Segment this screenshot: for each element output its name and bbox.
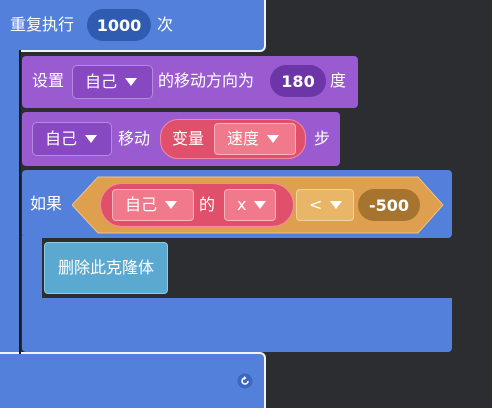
- chevron-down-icon: [125, 78, 138, 86]
- delete-clone-label: 删除此克隆体: [57, 258, 154, 277]
- repeat-label-prefix: 重复执行: [10, 15, 75, 34]
- variable-label: 变量: [172, 129, 205, 148]
- operator-value: <: [309, 195, 323, 214]
- move-label: 移动: [118, 129, 151, 148]
- set-direction-label-mid: 的移动方向为: [158, 71, 255, 90]
- loop-arrow-icon: [237, 373, 253, 389]
- repeat-block-arm: [0, 50, 20, 355]
- compare-value-input[interactable]: -500: [358, 189, 420, 221]
- set-direction-label-prefix: 设置: [32, 71, 65, 90]
- property-target-dropdown[interactable]: 自己: [112, 189, 194, 221]
- chevron-down-icon: [85, 135, 98, 143]
- chevron-down-icon: [267, 135, 280, 143]
- variable-name-value: 速度: [227, 129, 260, 148]
- move-label-suffix: 步: [314, 129, 331, 148]
- repeat-label-suffix: 次: [157, 15, 174, 34]
- property-label-mid: 的: [199, 195, 216, 214]
- if-label: 如果: [30, 194, 63, 213]
- property-target-value: 自己: [125, 195, 158, 214]
- move-target-dropdown[interactable]: 自己: [32, 122, 112, 156]
- if-block-arm: [22, 236, 42, 302]
- direction-value-input[interactable]: 180: [270, 65, 326, 97]
- set-direction-target-value: 自己: [85, 72, 118, 91]
- property-name-value: x: [237, 195, 247, 214]
- operator-dropdown[interactable]: <: [296, 189, 354, 221]
- chevron-down-icon: [165, 201, 178, 209]
- move-target-value: 自己: [45, 129, 78, 148]
- property-name-dropdown[interactable]: x: [224, 189, 276, 221]
- repeat-inner-edge: [19, 50, 21, 354]
- if-block-footer[interactable]: [22, 298, 452, 352]
- repeat-block-footer[interactable]: [0, 352, 266, 408]
- chevron-down-icon: [330, 201, 343, 209]
- set-direction-label-suffix: 度: [330, 71, 347, 90]
- variable-name-dropdown[interactable]: 速度: [214, 123, 296, 155]
- delete-clone-block[interactable]: 删除此克隆体: [44, 242, 168, 294]
- chevron-down-icon: [254, 201, 267, 209]
- set-direction-target-dropdown[interactable]: 自己: [72, 65, 153, 99]
- repeat-count-input[interactable]: 1000: [87, 9, 151, 41]
